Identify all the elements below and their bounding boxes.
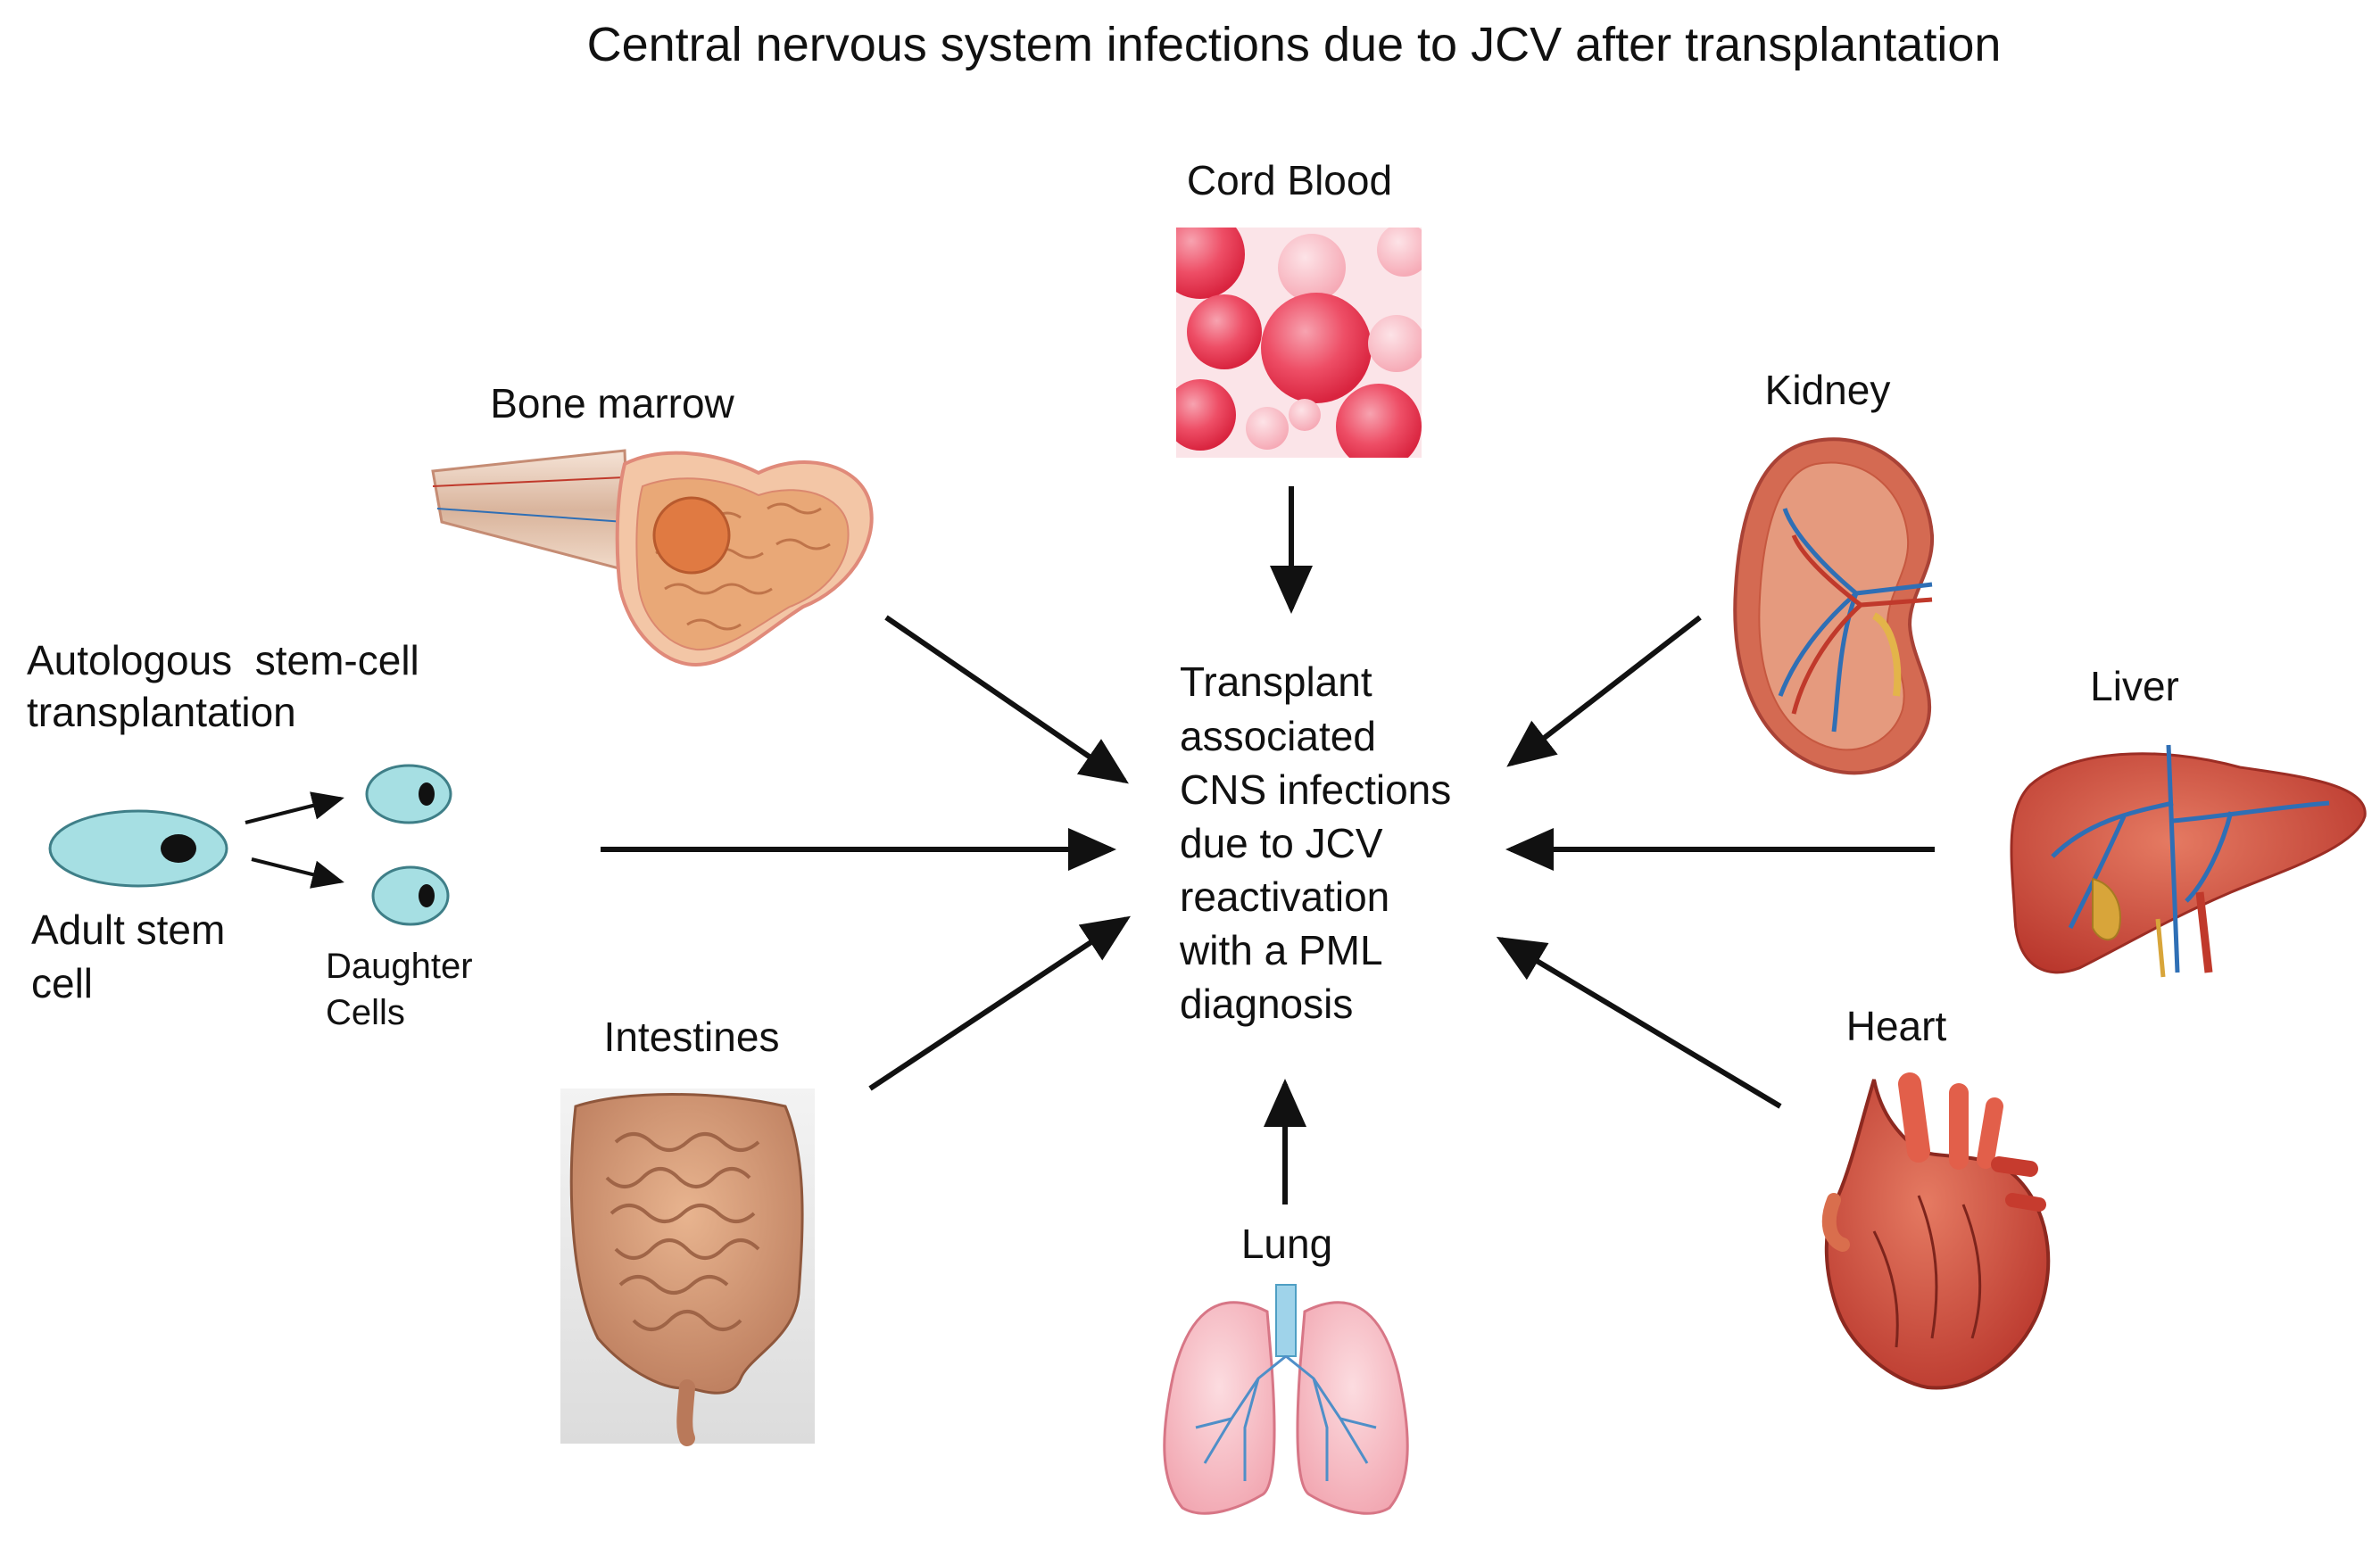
arrow-kidney bbox=[1506, 615, 1702, 767]
autologous-source: Autologous stem-cell transplantation Adu… bbox=[27, 637, 473, 1032]
center-line-1: Transplant bbox=[1180, 658, 1372, 705]
daughter-cells-label-line1: Daughter bbox=[326, 947, 473, 986]
heart-image bbox=[1821, 1072, 2051, 1390]
daughter-cells-label-line2: Cells bbox=[326, 993, 405, 1032]
arrows bbox=[601, 486, 1935, 1204]
kidney-label: Kidney bbox=[1765, 367, 1891, 413]
lung-source: Lung bbox=[1163, 1221, 1409, 1515]
bone-marrow-label: Bone marrow bbox=[490, 380, 734, 426]
cord-blood-image bbox=[1176, 228, 1422, 458]
intestines-source: Intestines bbox=[560, 1014, 815, 1446]
liver-label: Liver bbox=[2090, 663, 2179, 709]
diagram-title: Central nervous system infections due to… bbox=[587, 18, 2002, 71]
center-line-4: due to JCV bbox=[1180, 820, 1383, 866]
autologous-title-line2: transplantation bbox=[27, 689, 296, 735]
adult-stem-cell-label-line1: Adult stem bbox=[31, 906, 225, 953]
arrow-intestines bbox=[868, 915, 1132, 1091]
bone-marrow-source: Bone marrow bbox=[431, 380, 874, 667]
intestines-label: Intestines bbox=[604, 1014, 780, 1060]
center-line-7: diagnosis bbox=[1180, 981, 1353, 1027]
kidney-source: Kidney bbox=[1733, 367, 1935, 775]
daughter-cell-bottom bbox=[371, 865, 450, 926]
cord-blood-source: Cord Blood bbox=[1176, 157, 1422, 458]
arrow-bone-marrow bbox=[884, 615, 1129, 784]
center-line-3: CNS infections bbox=[1180, 766, 1451, 813]
intestines-image bbox=[560, 1089, 815, 1446]
lung-image bbox=[1163, 1284, 1409, 1515]
lung-label: Lung bbox=[1241, 1221, 1332, 1267]
adult-stem-cell-label-line2: cell bbox=[31, 960, 93, 1006]
heart-label: Heart bbox=[1846, 1003, 1947, 1049]
center-outcome-text: Transplant associated CNS infections due… bbox=[1179, 658, 1451, 1027]
kidney-image bbox=[1733, 437, 1935, 775]
daughter-cell-top bbox=[365, 764, 452, 824]
center-line-6: with a PML bbox=[1179, 927, 1383, 973]
cord-blood-label: Cord Blood bbox=[1187, 157, 1392, 203]
arrow-to-daughter-bottom bbox=[251, 857, 344, 889]
liver-source: Liver bbox=[2010, 663, 2367, 978]
center-line-2: associated bbox=[1180, 713, 1376, 759]
arrow-heart bbox=[1496, 936, 1782, 1109]
autologous-title-line1: Autologous stem-cell bbox=[27, 637, 419, 683]
liver-image bbox=[2010, 744, 2367, 978]
arrow-to-daughter-top bbox=[245, 791, 344, 824]
bone-marrow-image bbox=[431, 449, 874, 667]
heart-source: Heart bbox=[1821, 1003, 2051, 1390]
center-line-5: reactivation bbox=[1180, 873, 1389, 920]
adult-stem-cell bbox=[48, 809, 228, 888]
